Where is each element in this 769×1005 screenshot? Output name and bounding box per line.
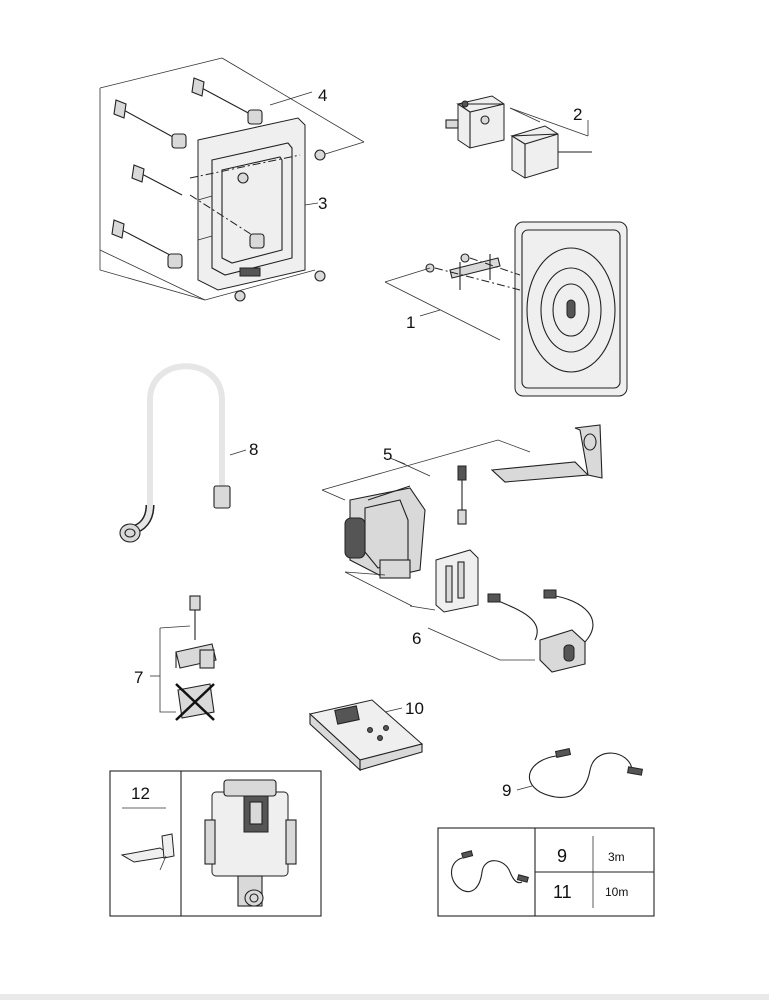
valve-insert [150, 595, 217, 721]
remote-control [308, 699, 424, 772]
screws [234, 149, 326, 302]
callout-5: 5 [383, 445, 392, 464]
footer-strip [0, 994, 769, 1000]
table-item-11: 11 [553, 882, 572, 902]
extension-cable [516, 748, 643, 798]
callout-3: 3 [318, 194, 327, 213]
frame-plate [189, 117, 306, 291]
callout-9: 9 [502, 781, 511, 800]
table-length-10m: 10m [605, 885, 628, 899]
connection-hose [119, 363, 247, 543]
callout-4: 4 [318, 86, 327, 105]
callout-2: 2 [573, 105, 582, 124]
electronics-assembly [321, 424, 603, 673]
box-12 [109, 770, 322, 917]
callout-8: 8 [249, 440, 258, 459]
table-length-3m: 3m [608, 850, 625, 864]
nuts [167, 109, 265, 269]
callout-1: 1 [406, 313, 415, 332]
callout-7: 7 [134, 668, 143, 687]
cover-plate-assembly [384, 221, 628, 397]
table-item-9: 9 [557, 846, 567, 866]
threaded-rods [111, 77, 253, 256]
callout-6: 6 [412, 629, 421, 648]
callout-10: 10 [405, 699, 424, 718]
box-12-label: 12 [131, 784, 150, 803]
junction-box-assembly [445, 95, 592, 179]
length-table [437, 827, 655, 917]
mounting-frame-assembly [99, 57, 365, 302]
